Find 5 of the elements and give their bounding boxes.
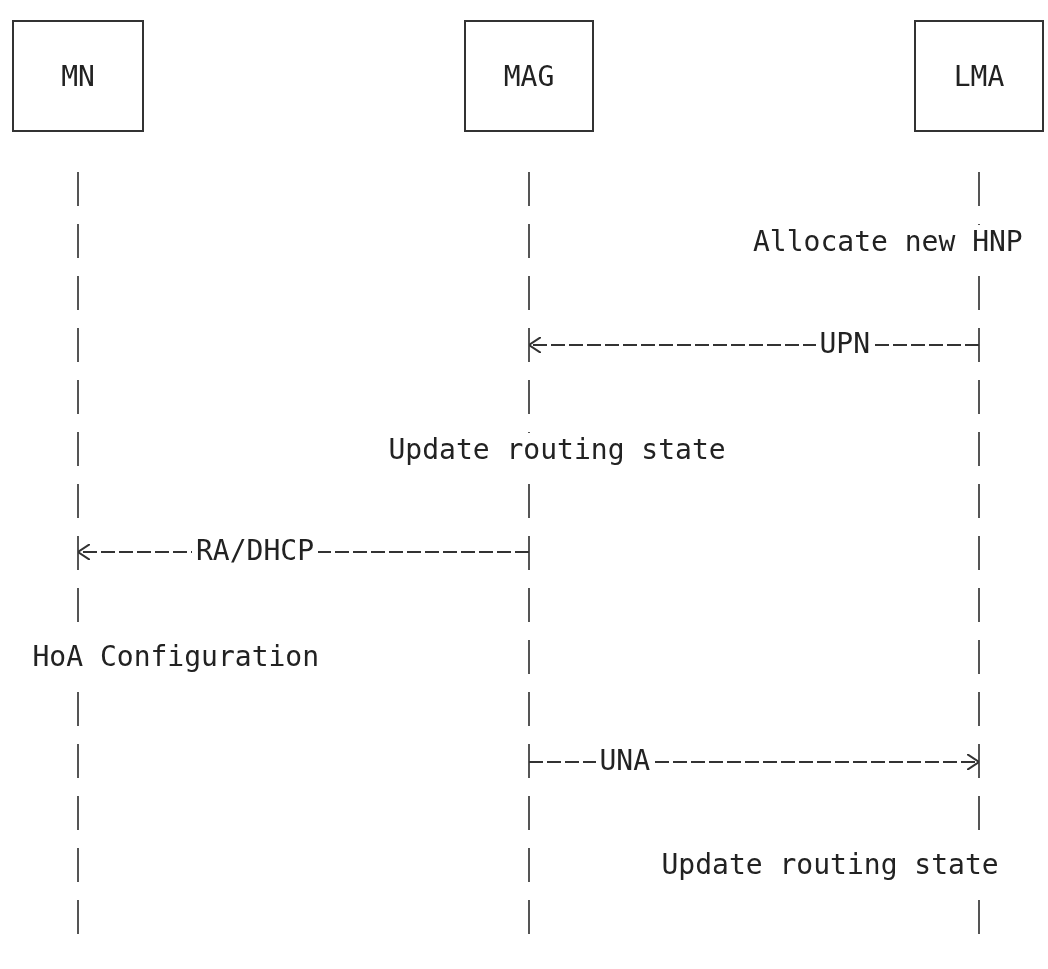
participant-box: MAG [464,20,594,132]
participant-box: LMA [914,20,1044,132]
message-arrow [528,336,980,354]
message-arrow [528,753,980,771]
participant-box: MN [12,20,144,132]
